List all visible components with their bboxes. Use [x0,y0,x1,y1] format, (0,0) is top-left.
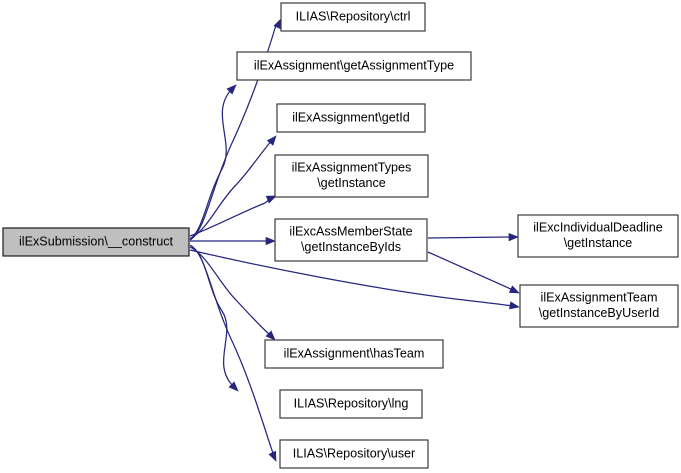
arrowhead-icon [226,84,237,95]
node-label: \getInstanceByUserId [539,306,659,320]
node-box[interactable] [279,439,429,469]
node-label: ILIAS\Repository\user [293,446,416,460]
node-label: \getInstance [317,176,386,190]
node-box[interactable] [236,51,472,81]
edge-layer [189,18,520,462]
node-box[interactable] [274,154,429,198]
node-box[interactable] [519,284,679,328]
node-box[interactable] [274,218,428,262]
graph-node[interactable]: ilExAssignment\getId [276,103,426,133]
call-edge [189,195,277,237]
graph-node[interactable]: ilExAssignmentTeam\getInstanceByUserId [519,284,679,328]
node-label: \getInstanceByIds [301,240,401,254]
graph-node[interactable]: ILIAS\Repository\user [279,439,429,469]
call-edge [190,135,277,239]
node-label: ILIAS\Repository\lng [294,396,409,410]
call-edge [189,84,237,240]
graph-node[interactable]: ilExcAssMemberState\getInstanceByIds [274,218,428,262]
arrowhead-icon [265,195,277,204]
node-label: \getInstance [564,236,633,250]
node-label: ilExcAssMemberState [289,225,412,239]
node-label: ilExcIndividualDeadline [533,221,663,235]
graph-node[interactable]: ILIAS\Repository\lng [279,389,423,419]
call-edge [189,246,276,341]
graph-node[interactable]: ilExAssignment\hasTeam [264,339,444,369]
node-label: ilExAssignmentTeam [541,291,658,305]
call-edge [189,249,520,310]
arrowhead-icon [509,301,520,310]
call-edge [189,244,277,462]
node-label: ILIAS\Repository\ctrl [296,9,411,23]
node-label: ilExAssignment\hasTeam [284,346,425,360]
node-box[interactable] [279,389,423,419]
node-label: ilExSubmission\__construct [19,234,173,248]
arrowhead-icon [508,285,520,294]
node-box[interactable] [280,2,426,32]
arrowhead-icon [266,135,277,146]
call-edge [190,236,276,246]
node-box[interactable] [264,339,444,369]
arrowhead-icon [265,330,276,341]
call-edge [189,18,282,241]
node-box[interactable] [2,227,190,257]
call-edge [427,233,519,242]
call-edge [427,251,520,294]
graph-node-root[interactable]: ilExSubmission\__construct [2,227,190,257]
arrowhead-icon [508,233,519,242]
graph-node[interactable]: ilExcIndividualDeadline\getInstance [517,214,679,258]
arrowhead-icon [228,381,239,392]
graph-node[interactable]: ilExAssignmentTypes\getInstance [274,154,429,198]
call-edge [190,245,239,392]
node-label: ilExAssignment\getAssignmentType [254,58,454,72]
node-label: ilExAssignment\getId [292,110,410,124]
graph-node[interactable]: ILIAS\Repository\ctrl [280,2,426,32]
node-box[interactable] [276,103,426,133]
arrowhead-icon [268,450,277,462]
node-box[interactable] [517,214,679,258]
node-label: ilExAssignmentTypes [292,161,412,175]
arrowhead-icon [265,236,276,246]
graph-node[interactable]: ilExAssignment\getAssignmentType [236,51,472,81]
